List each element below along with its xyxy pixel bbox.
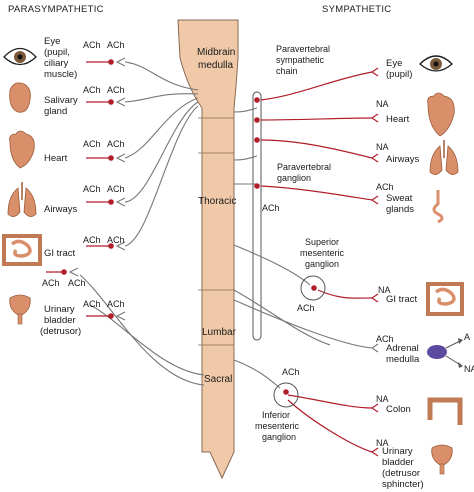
segment-lumbar: Lumbar [202, 327, 237, 338]
svg-text:ACh: ACh [83, 299, 101, 309]
chain-label: Paravertebral [276, 44, 330, 54]
svg-text:NA: NA [376, 142, 389, 152]
svg-text:ACh: ACh [83, 184, 101, 194]
svg-text:ganglion: ganglion [277, 173, 311, 183]
svg-text:A: A [464, 332, 470, 342]
svg-text:(detrusor: (detrusor [382, 468, 420, 479]
parasym-target-bladder: Urinary [44, 304, 75, 315]
svg-text:ACh: ACh [42, 278, 60, 288]
bladder-icon [9, 294, 31, 325]
svg-text:ganglion: ganglion [262, 432, 296, 442]
adrenal-fiber [233, 299, 373, 349]
svg-text:ACh: ACh [68, 278, 86, 288]
sym-target-airways: Airways [386, 154, 420, 165]
parasym-target-airways: Airways [44, 204, 78, 215]
heart-icon [9, 130, 35, 169]
svg-text:mesenteric: mesenteric [300, 248, 345, 258]
svg-text:ACh: ACh [107, 40, 125, 50]
heart-icon [427, 92, 455, 137]
segment-sacral: Sacral [204, 374, 232, 385]
sym-target-colon: Colon [386, 404, 411, 415]
superior-mesenteric-ganglion [300, 275, 326, 301]
svg-text:ACh: ACh [107, 235, 125, 245]
paravertebral-chain [252, 91, 262, 341]
sympathetic-endings [370, 67, 379, 457]
svg-text:sphincter): sphincter) [382, 479, 424, 490]
sym-target-eye: Eye [386, 58, 402, 69]
svg-text:chain: chain [276, 66, 298, 76]
bladder-icon [431, 444, 453, 475]
parasympathetic-header: PARASYMPATHETIC [8, 4, 104, 15]
eye-icon [3, 47, 37, 66]
svg-text:ACh: ACh [83, 40, 101, 50]
sym-target-adrenal: Adrenal [386, 343, 419, 354]
svg-text:(pupil): (pupil) [386, 69, 412, 80]
svg-text:ACh: ACh [107, 299, 125, 309]
svg-text:ACh: ACh [107, 85, 125, 95]
sympathetic-header: SYMPATHETIC [322, 4, 391, 15]
segment-medulla: medulla [198, 60, 233, 71]
sweat-gland-icon [432, 190, 444, 224]
svg-text:ACh: ACh [282, 367, 300, 377]
sym-target-bladder: Urinary [382, 446, 413, 457]
sym-target-gi: GI tract [386, 294, 418, 305]
svg-text:ACh: ACh [262, 203, 280, 213]
svg-text:ACh: ACh [83, 139, 101, 149]
svg-text:ACh: ACh [376, 334, 394, 344]
ganglion-label: Paravertebral [277, 162, 331, 172]
gi-tract-icon [426, 282, 464, 316]
svg-text:ciliary: ciliary [44, 58, 69, 69]
svg-text:NA: NA [464, 364, 474, 374]
segment-midbrain: Midbrain [197, 47, 235, 58]
svg-text:bladder: bladder [382, 457, 414, 468]
salivary-gland-icon [9, 82, 31, 113]
svg-text:glands: glands [386, 204, 414, 215]
svg-text:sympathetic: sympathetic [276, 55, 325, 65]
sympathetic-synapse-dots [254, 97, 317, 395]
svg-text:ACh: ACh [83, 85, 101, 95]
svg-text:gland: gland [44, 106, 67, 117]
svg-text:NA: NA [376, 438, 389, 448]
spinal-cord [177, 19, 239, 480]
inferior-mesenteric-ganglion [273, 382, 299, 408]
superior-mesenteric-label: Superior [305, 237, 339, 247]
svg-text:NA: NA [376, 99, 389, 109]
svg-text:ACh: ACh [83, 235, 101, 245]
svg-text:NA: NA [378, 285, 391, 295]
gi-tract-icon [2, 234, 42, 266]
segment-thoracic: Thoracic [198, 196, 236, 207]
parasym-target-gi: GI tract [44, 248, 76, 259]
parasym-target-eye: Eye [44, 36, 60, 47]
inferior-mesenteric-label: Inferior [262, 410, 290, 420]
eye-icon [419, 55, 453, 72]
svg-text:ACh: ACh [107, 139, 125, 149]
svg-text:(pupil,: (pupil, [44, 47, 70, 58]
parasym-ganglia [46, 57, 126, 321]
svg-text:ACh: ACh [376, 182, 394, 192]
adrenal-icon: A NA [427, 332, 474, 374]
sym-target-heart: Heart [386, 114, 410, 125]
lungs-icon [429, 140, 459, 175]
svg-text:ganglion: ganglion [305, 259, 339, 269]
lungs-icon [7, 182, 37, 217]
svg-text:bladder: bladder [44, 315, 76, 326]
colon-icon [427, 397, 463, 425]
svg-text:(detrusor): (detrusor) [40, 326, 81, 337]
svg-text:muscle): muscle) [44, 69, 77, 80]
parasym-target-salivary: Salivary [44, 95, 78, 106]
svg-text:mesenteric: mesenteric [255, 421, 300, 431]
svg-text:NA: NA [376, 394, 389, 404]
svg-text:ACh: ACh [107, 184, 125, 194]
parasym-target-heart: Heart [44, 153, 68, 164]
svg-text:ACh: ACh [297, 303, 315, 313]
svg-text:medulla: medulla [386, 354, 420, 365]
sym-target-sweat: Sweat [386, 193, 413, 204]
